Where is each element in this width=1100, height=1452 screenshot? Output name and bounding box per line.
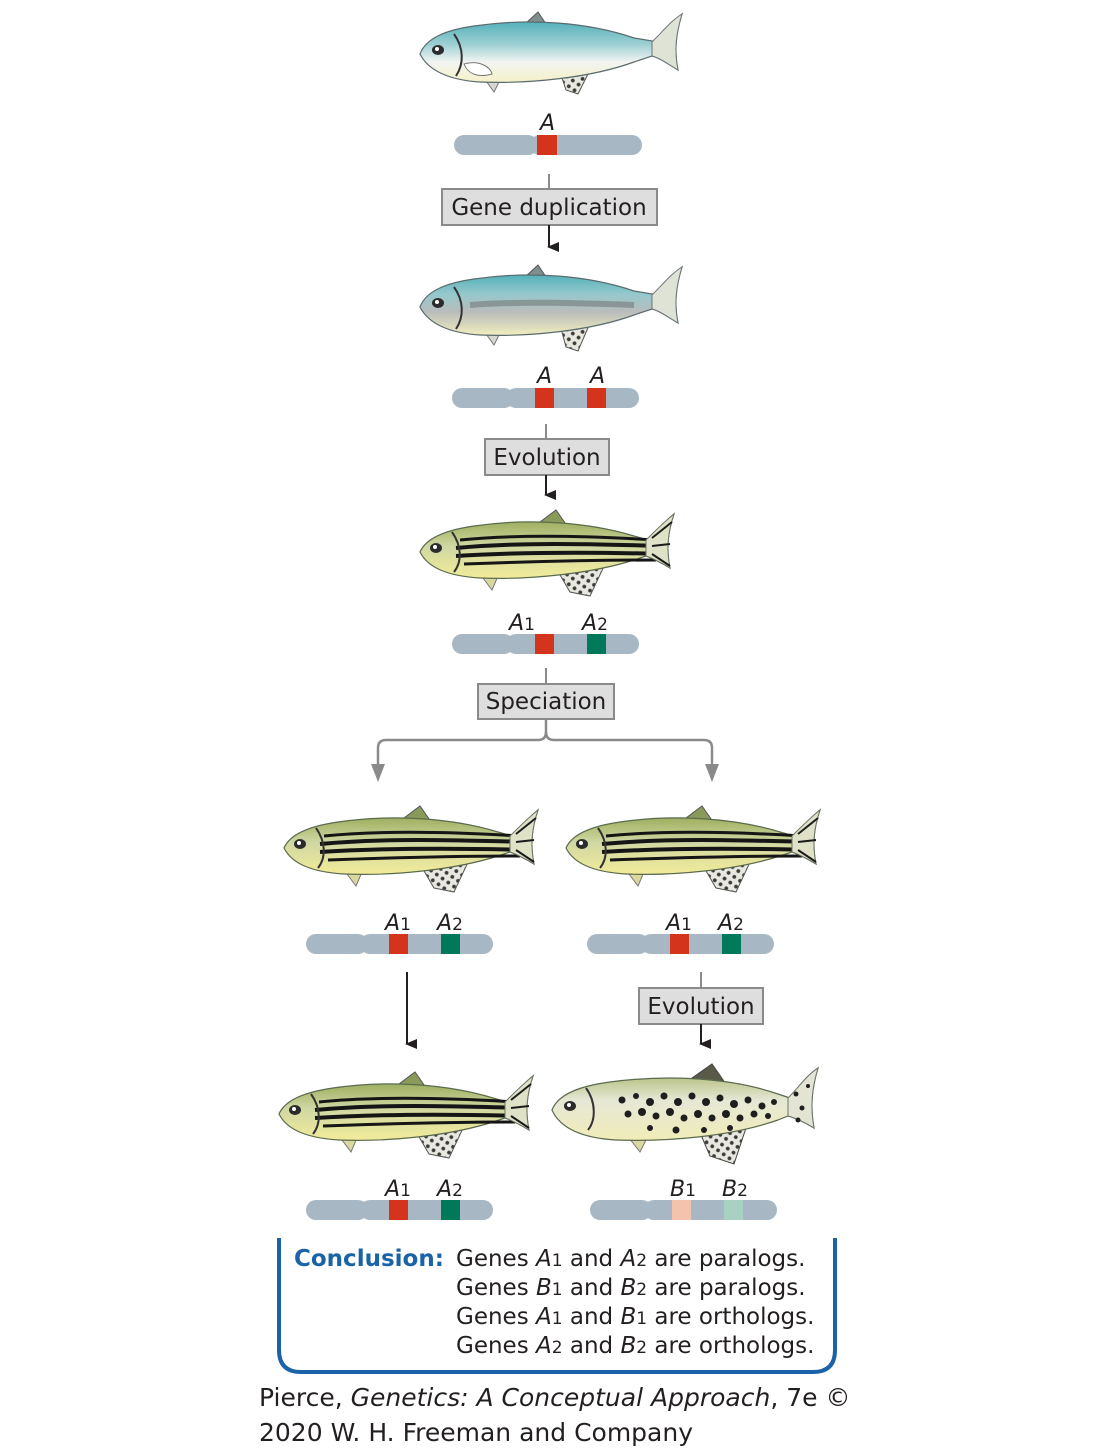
speciation-step: Speciation (477, 683, 615, 720)
gene-b1-segment (672, 1200, 691, 1220)
gene-a-segment (537, 135, 557, 155)
striped-zebrafish-icon-descendant (277, 1070, 535, 1160)
striped-zebrafish-icon (419, 509, 676, 597)
ancestral-fish-icon (419, 11, 683, 95)
chromosome-species-1: A1 A2 (306, 911, 493, 954)
duplicated-fish-icon (419, 264, 683, 352)
gene-a1-segment (535, 634, 554, 654)
svg-text:A1: A1 (383, 1177, 411, 1202)
gene-duplication-label: Gene duplication (451, 195, 646, 221)
credit-line-2: 2020 W. H. Freeman and Company (259, 1418, 693, 1447)
evolution-step-1: Evolution (484, 438, 610, 476)
conclusion-line-2: Genes B1 and B2 are paralogs. (456, 1275, 806, 1301)
speciation-label: Speciation (486, 689, 607, 715)
speciation-branch-arrows (371, 719, 719, 782)
spotted-fish-icon (551, 1063, 820, 1165)
credit-line-1: Pierce, Genetics: A Conceptual Approach,… (259, 1383, 850, 1412)
chromosome-diverged: A1 A2 (452, 611, 639, 654)
svg-text:B1: B1 (670, 1177, 696, 1202)
svg-text:B2: B2 (722, 1177, 748, 1202)
svg-text:A1: A1 (383, 911, 411, 936)
striped-zebrafish-icon-left (282, 804, 540, 894)
gene-a-segment-2 (587, 388, 606, 408)
gene-a-segment-1 (535, 388, 554, 408)
conclusion-box: Conclusion: Genes A1 and A2 are paralogs… (277, 1238, 837, 1374)
gene-a1-label: A1 (507, 611, 535, 636)
evolution-step-2: Evolution (638, 987, 764, 1025)
chromosome-descendant-1: A1 A2 (306, 1177, 493, 1220)
chromosome-descendant-2: B1 B2 (590, 1177, 777, 1220)
conclusion-line-3: Genes A1 and B1 are orthologs. (456, 1304, 814, 1330)
conclusion-title: Conclusion: (294, 1246, 444, 1272)
gene-a2-label: A2 (580, 611, 608, 636)
gene-a-label: A (538, 111, 555, 136)
gene-a-label-1: A (535, 364, 552, 389)
svg-text:A2: A2 (435, 911, 463, 936)
gene-a2-segment (587, 634, 606, 654)
conclusion-line-1: Genes A1 and A2 are paralogs. (456, 1246, 805, 1272)
evolution-label-2: Evolution (647, 994, 754, 1020)
svg-text:A2: A2 (716, 911, 744, 936)
gene-b2-segment (724, 1200, 743, 1220)
svg-text:A2: A2 (435, 1177, 463, 1202)
chromosome-duplicated: A A (452, 364, 639, 408)
chromosome-ancestral: A (454, 111, 642, 155)
chromosome-species-2: A1 A2 (587, 911, 774, 954)
svg-text:A1: A1 (664, 911, 692, 936)
evolution-label-1: Evolution (493, 445, 600, 471)
conclusion-line-4: Genes A2 and B2 are orthologs. (456, 1333, 814, 1359)
striped-zebrafish-icon-right (564, 804, 822, 894)
gene-a-label-2: A (588, 364, 605, 389)
gene-duplication-step: Gene duplication (441, 188, 658, 226)
